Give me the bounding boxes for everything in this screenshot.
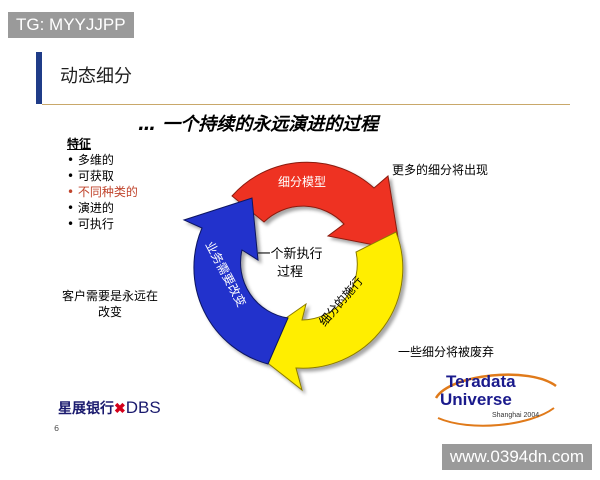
note-customer-needs-line2: 改变 bbox=[98, 305, 123, 319]
watermark-bottom: www.0394dn.com bbox=[441, 444, 592, 470]
cycle-center-line2: 过程 bbox=[277, 265, 303, 280]
cycle-arrow-yellow bbox=[245, 231, 404, 392]
features-list: 特征 多维的 可获取 不同种类的 演进的 可执行 bbox=[67, 136, 138, 232]
page-title: 动态细分 bbox=[60, 66, 132, 87]
teradata-line2: Universe bbox=[440, 390, 512, 409]
feature-item: 不同种类的 bbox=[67, 184, 138, 200]
teradata-universe-logo: Teradata Universe Shanghai 2004 bbox=[430, 368, 560, 438]
segment-label-model: 细分模型 bbox=[278, 175, 326, 189]
title-accent-bar bbox=[36, 52, 42, 104]
watermark-top: TG: MYYJJPP bbox=[8, 12, 134, 38]
slide-subtitle: … 一个持续的永远演进的过程 bbox=[138, 114, 379, 135]
feature-item: 演进的 bbox=[67, 200, 138, 216]
cycle-arrow-red bbox=[231, 161, 401, 251]
dbs-logo-chinese: 星展银行 bbox=[58, 401, 114, 417]
cycle-arrow-blue bbox=[182, 197, 289, 365]
note-more-segments: 更多的细分将出现 bbox=[392, 163, 489, 177]
cycle-diagram: 细分模型 细分的施行 业务需要改变 一个新执行 过程 bbox=[182, 161, 404, 392]
teradata-line3: Shanghai 2004 bbox=[492, 412, 540, 419]
feature-item: 多维的 bbox=[67, 152, 138, 168]
title-divider bbox=[42, 104, 570, 105]
dbs-logo: 星展银行✖DBS bbox=[58, 398, 161, 418]
note-segments-discarded: 一些细分将被废弃 bbox=[398, 345, 495, 359]
teradata-swoosh-icon bbox=[434, 373, 557, 427]
feature-item: 可获取 bbox=[67, 168, 138, 184]
feature-item: 可执行 bbox=[67, 216, 138, 232]
teradata-line1: Teradata bbox=[446, 372, 516, 391]
dbs-logo-abbr: DBS bbox=[125, 398, 161, 417]
cycle-center-line1: 一个新执行 bbox=[257, 246, 322, 262]
page-number: 6 bbox=[54, 424, 60, 433]
features-heading: 特征 bbox=[67, 137, 92, 151]
note-customer-needs: 客户需要是永远在 改变 bbox=[62, 288, 158, 320]
note-customer-needs-line1: 客户需要是永远在 bbox=[62, 289, 159, 303]
dbs-mark-icon: ✖ bbox=[114, 401, 126, 417]
